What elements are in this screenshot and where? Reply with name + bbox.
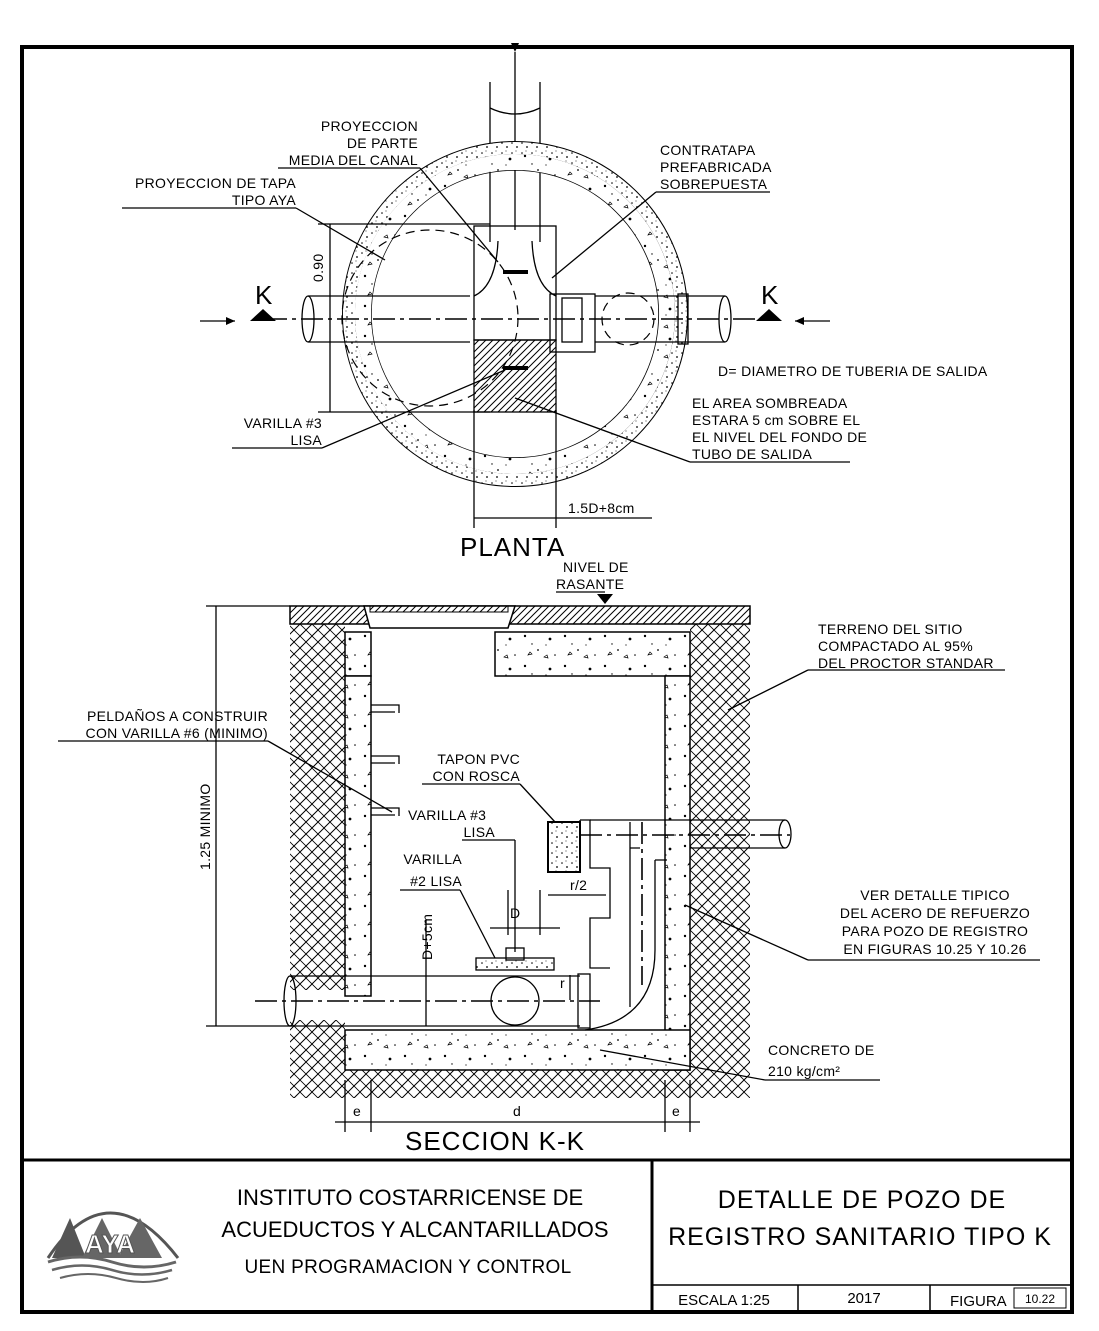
note-concreto-2: 210 kg/cm² (768, 1063, 840, 1079)
dim-d: d (513, 1103, 521, 1119)
figure-label: FIGURA (950, 1293, 1007, 1310)
note-diametro: D= DIAMETRO DE TUBERIA DE SALIDA (718, 363, 988, 379)
dim-r: r (560, 975, 565, 991)
note-varilla2-2: #2 LISA (410, 873, 462, 889)
sheet-border (20, 45, 1074, 1314)
logo-text: AYA (85, 1229, 135, 1259)
institution-line-1: INSTITUTO COSTARRICENSE DE (237, 1185, 583, 1210)
note-area-2: ESTARA 5 cm SOBRE EL (692, 412, 860, 428)
dim-d5: D+5cm (419, 914, 435, 960)
dim-r2: r/2 (570, 877, 587, 893)
aya-logo: AYA (46, 1211, 180, 1283)
note-varilla3-plan-2: LISA (290, 432, 322, 448)
label-nivel-1: NIVEL DE (563, 559, 629, 575)
plan-title: PLANTA (460, 532, 565, 562)
note-peldanos-2: CON VARILLA #6 (MINIMO) (86, 725, 268, 741)
note-varilla3-plan-1: VARILLA #3 (244, 415, 322, 431)
drawing-title-2: REGISTRO SANITARIO TIPO K (668, 1223, 1052, 1251)
dim-125: 1.25 MINIMO (197, 783, 213, 870)
note-peldanos-1: PELDAÑOS A CONSTRUIR (87, 708, 268, 724)
note-proy-parte-2: DE PARTE (347, 135, 418, 151)
note-concreto-1: CONCRETO DE (768, 1042, 875, 1058)
figure-number: 10.22 (1025, 1292, 1055, 1306)
note-proy-parte-1: PROYECCION (321, 118, 418, 134)
note-contratapa-3: SOBREPUESTA (660, 176, 768, 192)
dim-e-left: e (353, 1103, 361, 1119)
note-area-4: TUBO DE SALIDA (692, 446, 812, 462)
drawing-title-1: DETALLE DE POZO DE (718, 1186, 1006, 1214)
year-label: 2017 (847, 1290, 880, 1307)
note-terreno-1: TERRENO DEL SITIO (818, 621, 963, 637)
note-ver-4: EN FIGURAS 10.25 Y 10.26 (843, 941, 1026, 957)
note-terreno-2: COMPACTADO AL 95% (818, 638, 973, 654)
plan-view: K K 0.90 1.5D+8cm PLANTA PROYECCION DE P… (122, 43, 988, 562)
note-ver-1: VER DETALLE TIPICO (860, 887, 1010, 903)
institution-line-3: UEN PROGRAMACION Y CONTROL (245, 1257, 572, 1278)
note-proy-parte-3: MEDIA DEL CANAL (289, 152, 418, 168)
note-tapon-2: CON ROSCA (433, 768, 521, 784)
dim-e-right: e (672, 1103, 680, 1119)
section-view: NIVEL DE RASANTE (58, 559, 1040, 1156)
title-block: AYA INSTITUTO COSTARRICENSE DE ACUEDUCTO… (22, 1158, 1072, 1312)
dim-15d: 1.5D+8cm (568, 500, 635, 516)
note-tapon-1: TAPON PVC (437, 751, 520, 767)
note-varilla3-sec-1: VARILLA #3 (408, 807, 486, 823)
note-contratapa-2: PREFABRICADA (660, 159, 772, 175)
note-ver-2: DEL ACERO DE REFUERZO (840, 905, 1030, 921)
scale-label: ESCALA 1:25 (678, 1292, 770, 1309)
dim-090: 0.90 (310, 254, 326, 282)
note-ver-3: PARA POZO DE REGISTRO (842, 923, 1029, 939)
label-nivel-2: RASANTE (556, 576, 624, 592)
section-marker-left: K (255, 280, 273, 310)
note-area-1: EL AREA SOMBREADA (692, 395, 848, 411)
note-varilla2-1: VARILLA (403, 851, 462, 867)
note-area-3: EL NIVEL DEL FONDO DE (692, 429, 867, 445)
note-varilla3-sec-2: LISA (463, 824, 495, 840)
note-proy-tapa-1: PROYECCION DE TAPA (135, 175, 296, 191)
note-contratapa-1: CONTRATAPA (660, 142, 756, 158)
note-proy-tapa-2: TIPO AYA (232, 192, 296, 208)
section-marker-right: K (761, 280, 779, 310)
institution-line-2: ACUEDUCTOS Y ALCANTARILLADOS (221, 1217, 608, 1242)
section-title: SECCION K-K (405, 1126, 585, 1156)
note-terreno-3: DEL PROCTOR STANDAR (818, 655, 994, 671)
